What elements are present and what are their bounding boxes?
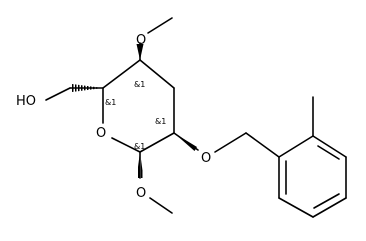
bond-o-bottom-methyl [149,197,173,214]
bond-o-right-ch2 [214,132,247,153]
bond-ar2-ar3 [312,135,347,158]
bond-c4-c3 [139,59,175,89]
ether-oxygen-top-label: O [136,33,146,48]
bond-ar4-ar5 [312,197,347,218]
bond-ch2-oh [45,87,71,101]
bond-c2-c1 [139,132,175,153]
bond-ar5-ar6 [278,197,314,218]
stereo-label-c5: &1 [105,98,116,107]
ether-oxygen-bottom-label: O [136,186,146,201]
wedge-c4-o-top [136,44,144,60]
wedge-c2-o-right [174,133,197,151]
ether-oxygen-right-label: O [201,151,211,166]
bond-methyl-top [147,17,173,34]
hash-c5-ch2 [72,84,103,92]
ring-oxygen-label: O [96,126,106,141]
bond-ar1-ar2 [278,135,314,158]
bond-ch2-aryl [245,132,280,158]
stereo-label-c4: &1 [134,80,145,89]
bond-ar-inner-1 [317,145,340,160]
stereo-label-c3: &1 [155,117,166,126]
bond-ar-inner-2 [313,193,340,209]
stereo-label-c1: &1 [134,142,145,151]
hydroxyl-label: HO [16,94,36,109]
hash-c1-o-bottom [136,152,144,178]
bond-c1-ring-o [111,137,141,153]
bond-c5-c4 [102,59,141,89]
